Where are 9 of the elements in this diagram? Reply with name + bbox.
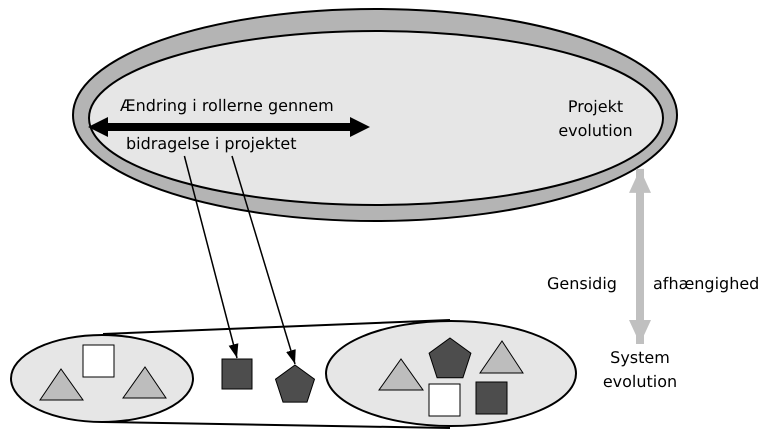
- arrow: [231, 156, 296, 364]
- node-text: Projekt evolution: [557, 96, 634, 142]
- node-text: bidragelse i projektet: [126, 133, 296, 155]
- node-text: Ændring i rollerne gennem: [120, 95, 334, 117]
- node-text: System evolution: [602, 347, 678, 393]
- double-arrow: [629, 168, 651, 344]
- arrow: [184, 156, 238, 358]
- label-text: afhængighed: [653, 274, 760, 294]
- label-text: Gensidig: [547, 274, 617, 294]
